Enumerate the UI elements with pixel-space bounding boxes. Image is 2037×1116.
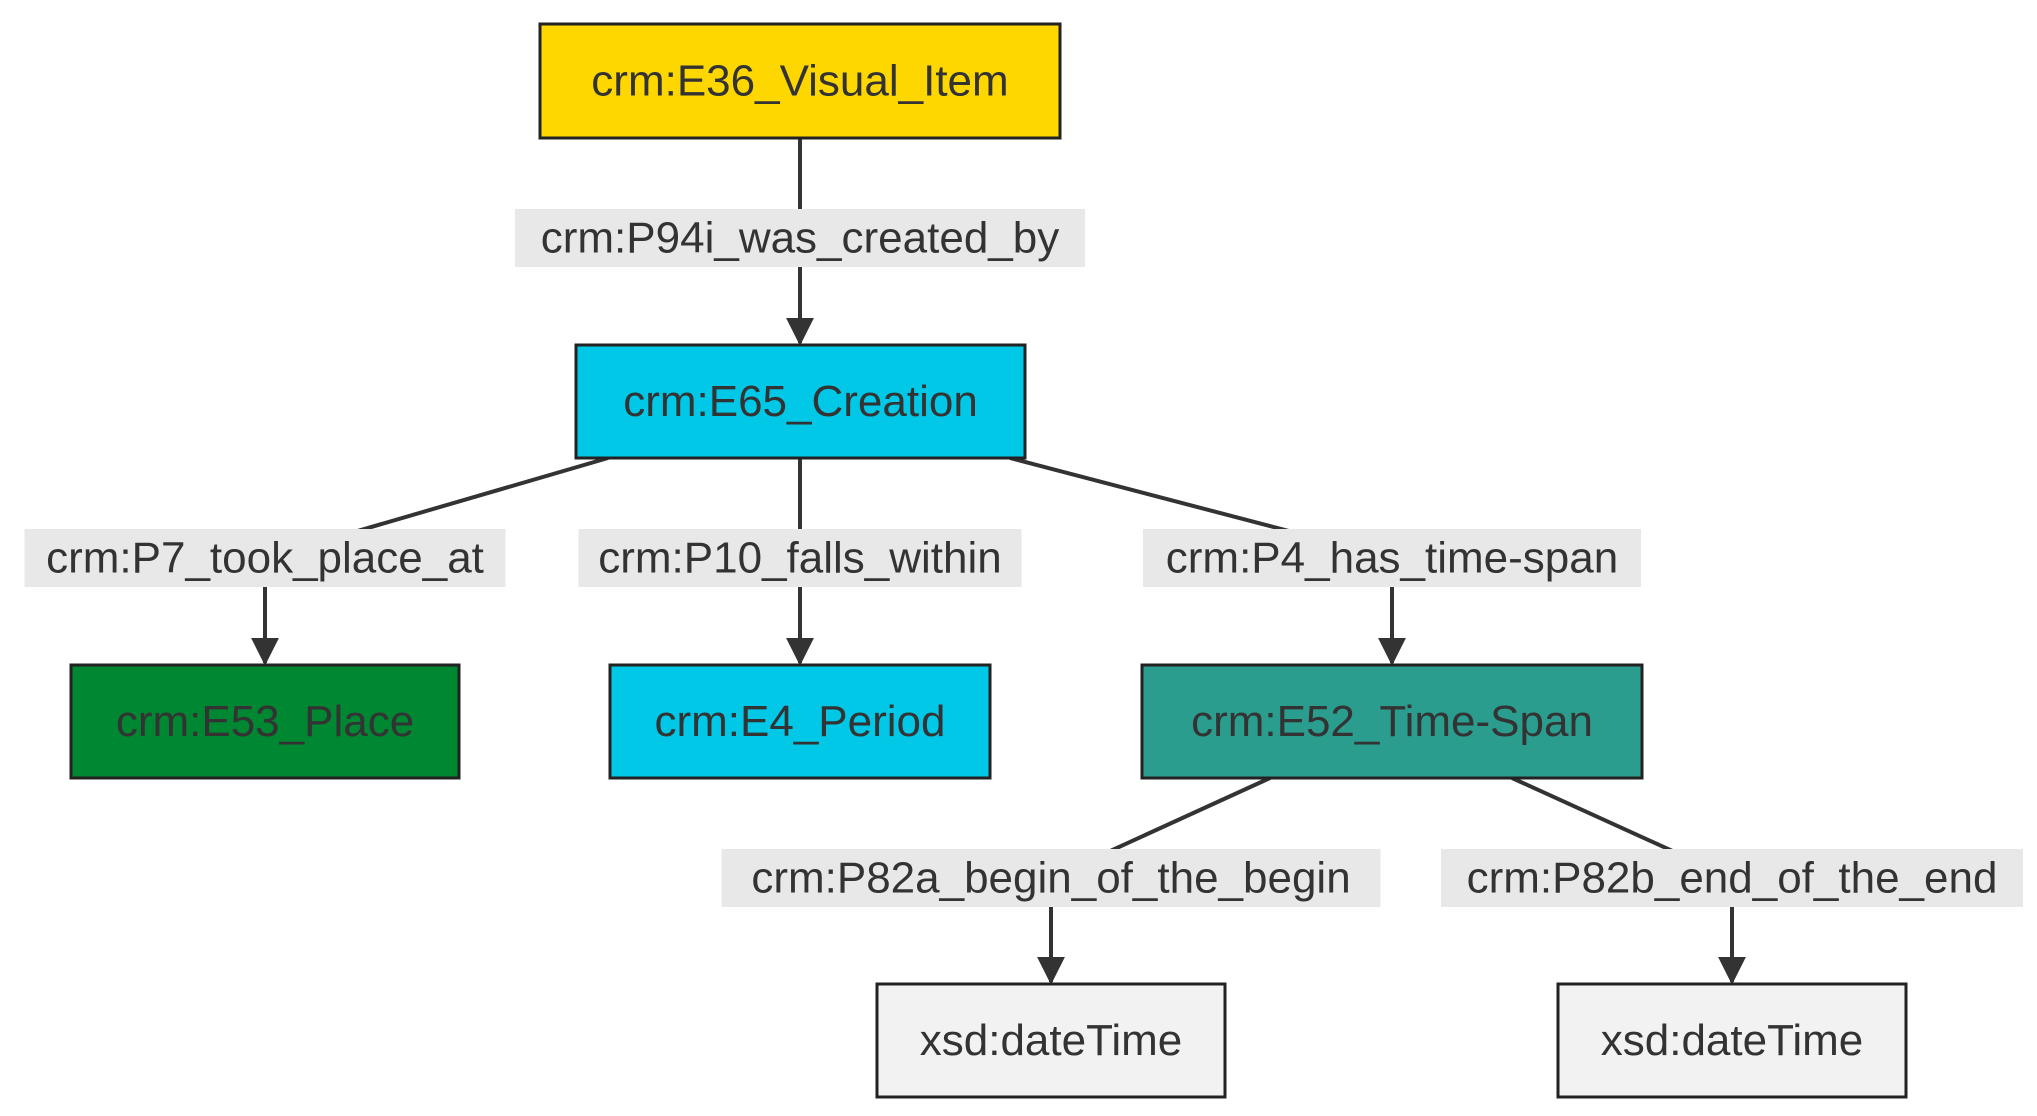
node-label: xsd:dateTime bbox=[920, 1016, 1182, 1065]
nodes-layer: crm:E36_Visual_Item crm:E65_Creation crm:E… bbox=[69, 22, 1908, 1099]
node-label: xsd:dateTime bbox=[1601, 1016, 1863, 1065]
edge-label: crm:P4_has_time-span bbox=[1166, 534, 1618, 583]
node-period[interactable]: crm:E4_Period bbox=[608, 663, 992, 780]
node-label: crm:E36_Visual_Item bbox=[591, 57, 1008, 106]
node-box bbox=[69, 663, 461, 780]
node-box bbox=[608, 663, 992, 780]
node-box bbox=[574, 343, 1027, 460]
node-label: crm:E4_Period bbox=[654, 697, 945, 746]
edge-label-background bbox=[1143, 529, 1641, 587]
edge-time-span-to-end-datetime: crm:P82b_end_of_the_end bbox=[1441, 776, 2023, 985]
edge-time-span-to-begin-datetime: crm:P82a_begin_of_the_begin bbox=[721, 776, 1381, 985]
node-box bbox=[875, 982, 1227, 1099]
node-label: crm:E53_Place bbox=[116, 697, 414, 746]
node-label: crm:E52_Time-Span bbox=[1191, 697, 1593, 746]
edge-label: crm:P82a_begin_of_the_begin bbox=[751, 854, 1350, 903]
node-box bbox=[1556, 982, 1908, 1099]
edge-creation-to-time-span: crm:P4_has_time-span bbox=[1009, 456, 1641, 666]
edge-label-background bbox=[1441, 849, 2023, 907]
edge-creation-to-place: crm:P7_took_place_at bbox=[24, 456, 609, 666]
node-visual-item[interactable]: crm:E36_Visual_Item bbox=[538, 22, 1062, 140]
node-time-span[interactable]: crm:E52_Time-Span bbox=[1140, 663, 1644, 780]
edge-label-background bbox=[515, 209, 1085, 267]
edge-visual-item-to-creation: crm:P94i_was_created_by bbox=[515, 138, 1085, 346]
node-label: crm:E65_Creation bbox=[623, 377, 978, 426]
node-begin-datetime[interactable]: xsd:dateTime bbox=[875, 982, 1227, 1099]
edge-label: crm:P82b_end_of_the_end bbox=[1467, 854, 1998, 903]
node-place[interactable]: crm:E53_Place bbox=[69, 663, 461, 780]
node-box bbox=[1140, 663, 1644, 780]
node-end-datetime[interactable]: xsd:dateTime bbox=[1556, 982, 1908, 1099]
edge-label: crm:P94i_was_created_by bbox=[541, 214, 1059, 263]
edge-label: crm:P7_took_place_at bbox=[46, 534, 484, 583]
edge-label-background bbox=[721, 849, 1381, 907]
edge-label: crm:P10_falls_within bbox=[598, 534, 1002, 583]
edge-label-background bbox=[24, 529, 506, 587]
edge-label-background bbox=[578, 529, 1022, 587]
node-creation[interactable]: crm:E65_Creation bbox=[574, 343, 1027, 460]
node-box bbox=[538, 22, 1062, 140]
edges-layer: crm:P94i_was_created_by crm:P7_took_place… bbox=[24, 138, 2023, 985]
edge-creation-to-period: crm:P10_falls_within bbox=[578, 458, 1022, 666]
